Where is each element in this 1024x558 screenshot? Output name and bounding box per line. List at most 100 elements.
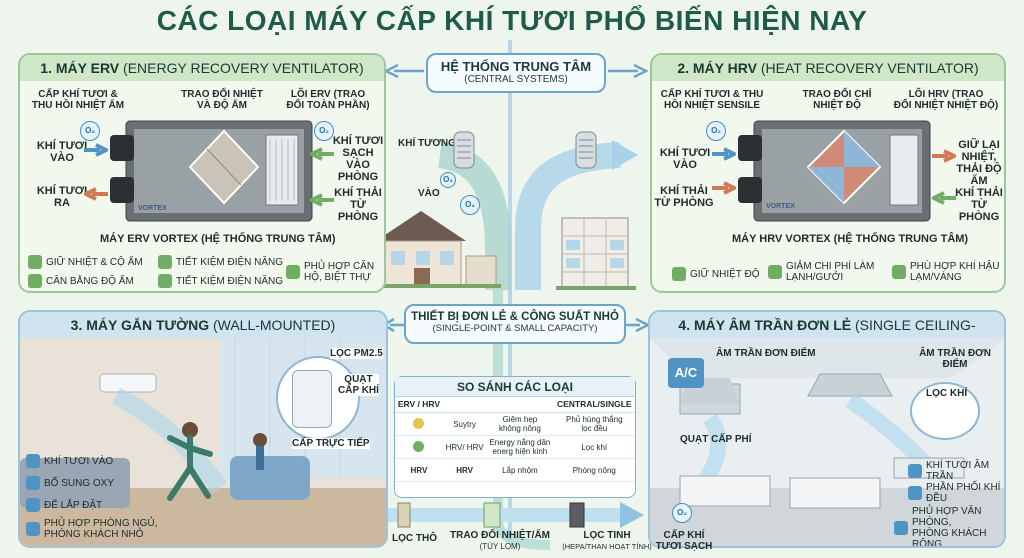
o2-icon: O₂ [314,121,334,141]
hrv-panel: 2. MÁY HRV (HEAT RECOVERY VENTILATOR) CẤ… [650,53,1006,293]
o2-icon: O₂ [80,121,100,141]
wall-title: 3. MÁY GẮN TƯỜNG (WALL-MOUNTED) [20,312,386,338]
hrv-unit-illustration [738,120,931,222]
erv-feature: CÂN BẰNG ĐỘ ẨM [28,274,134,288]
ceiling-title: 4. MÁY ÂM TRẦN ĐƠN LẺ (SINGLE CEILING-MO… [650,312,1004,359]
compare-head [442,397,487,413]
hrv-caption: MÁY HRV VORTEX (HỆ THỐNG TRUNG TÂM) [732,233,969,245]
oxygen-icon [26,476,40,490]
ac-badge: A/C [668,358,704,388]
bedroom-illustration [20,338,386,546]
comparison-table: SO SÁNH CÁC LOẠI ERV / HRV CENTRAL/SINGL… [394,376,636,498]
table-cell: Suytry [442,412,487,436]
single-point-title: THIẾT BỊ ĐƠN LẺ & CÔNG SUẤT NHỎ [411,311,619,323]
table-cell: Phòng nông [553,458,635,482]
erv-panel: 1. MÁY ERV (ENERGY RECOVERY VENTILATOR) … [18,53,386,293]
o2-icon: O₂ [672,503,692,523]
compare-head: ERV / HRV [395,397,443,413]
pipeline-stage-exchange: TRAO ĐỔI NHIỆT/ẨM(TÙY LỌM) [450,530,550,551]
hrv-brand: VORTEX [766,203,795,210]
hrv-title: 2. MÁY HRV (HEAT RECOVERY VENTILATOR) [652,55,1004,81]
ceiling-callout-fan: QUẠT CẤP PHÍ [680,434,752,445]
filtration-pipeline [388,502,644,528]
pipeline-stage-fine: LỌC TINH(HEPA/THAN HOẠT TÍNH) [562,530,652,551]
ceiling-callout-filter: LỌC KHÍ [926,388,968,399]
arrow-in-icon [84,143,108,157]
table-cell: HRV [442,458,487,482]
ceiling-feature: PHẦN PHỐI KHÍ ĐỀU [908,482,1004,504]
ceiling-feature: PHỦ HỢP VĂN PHÒNG,PHÒNG KHÁCH RỘNG [894,506,1004,546]
hrv-title-bold: 2. MÁY HRV [677,60,757,76]
ceiling-title-bold: 4. MÁY ÂM TRẦN ĐƠN LẺ [678,317,852,333]
sofa-icon [26,522,40,536]
building-icon [894,521,908,535]
apartment-illustration [556,217,636,290]
central-systems-box: HỆ THỐNG TRUNG TÂM (CENTRAL SYSTEMS) [426,53,606,93]
single-point-box: THIẾT BỊ ĐƠN LẺ & CÔNG SUẤT NHỎ (SINGLE-… [404,304,626,344]
central-systems-title: HỆ THỐNG TRUNG TÂM [440,59,592,74]
table-cell: HRV/ HRV [442,435,487,459]
lightning-icon [413,440,425,452]
wall-feature: BỔ SUNG OXY [26,476,114,490]
wrench-icon [26,498,40,512]
wall-callout-filter: LỌC PM2.5 [330,348,383,359]
erv-feature: TIẾT KIỆM ĐIỆN NĂNG [158,255,283,269]
office-illustration [650,338,1004,546]
arrow-exhaust-icon [310,193,334,207]
table-cell: Lắp nhộm [486,458,554,482]
intake-label-2: VÀO [418,188,440,199]
comparison-title: SO SÁNH CÁC LOẠI [395,377,635,397]
intake-label: KHÍ TƯƠNG [398,138,456,149]
erv-label-supply: CẤP KHÍ TƯƠI &THU HỒI NHIỆT ẨM [31,89,125,111]
central-systems-subtitle: (CENTRAL SYSTEMS) [464,74,568,85]
erv-brand: VORTEX [138,205,167,212]
wall-title-thin: (WALL-MOUNTED) [209,317,336,333]
ceiling-callout-2: ÂM TRẦN ĐƠN ĐIỂM [919,348,991,370]
house-icon [286,265,300,279]
leaf-icon [28,255,42,269]
wall-feature: ĐỂ LẮP ĐẶT [26,498,102,512]
hrv-feature: GIỮ NHIỆT ĐỘ [672,267,759,281]
lightning-icon [158,255,172,269]
o2-icon [908,464,922,478]
arrow-exhaust-icon [932,191,956,205]
wall-title-bold: 3. MÁY GẮN TƯỜNG [70,317,210,333]
table-row: HRV HRV Lắp nhộm Phòng nông [395,458,635,482]
compare-head [486,397,554,413]
pipeline-stage-coarse: LỌC THÔ [392,533,437,544]
arrow-out-icon [712,181,736,195]
lightning-icon [158,274,172,288]
sun-icon [413,417,425,429]
o2-icon: O₂ [440,172,456,188]
arrow-out-icon [84,187,108,201]
wall-feature: PHỦ HỢP PHÒNG NGỦ,PHÒNG KHÁCH NHỎ [26,518,157,540]
filter-callout [910,382,980,440]
leaf-icon [768,265,782,279]
table-cell: HRV [395,458,443,482]
erv-unit-illustration [110,120,313,222]
connector-right [608,64,648,78]
ceiling-callout-1: ÂM TRẦN ĐƠN ĐIỂM [716,348,816,359]
ceiling-mounted-panel: 4. MÁY ÂM TRẦN ĐƠN LẺ (SINGLE CEILING-MO… [648,310,1006,548]
wall-mounted-panel: 3. MÁY GẮN TƯỜNG (WALL-MOUNTED) LỌC PM2.… [18,310,388,548]
arrow-keep-heat-icon [932,149,956,163]
villa-illustration [366,211,501,288]
o2-icon: O₂ [706,121,726,141]
